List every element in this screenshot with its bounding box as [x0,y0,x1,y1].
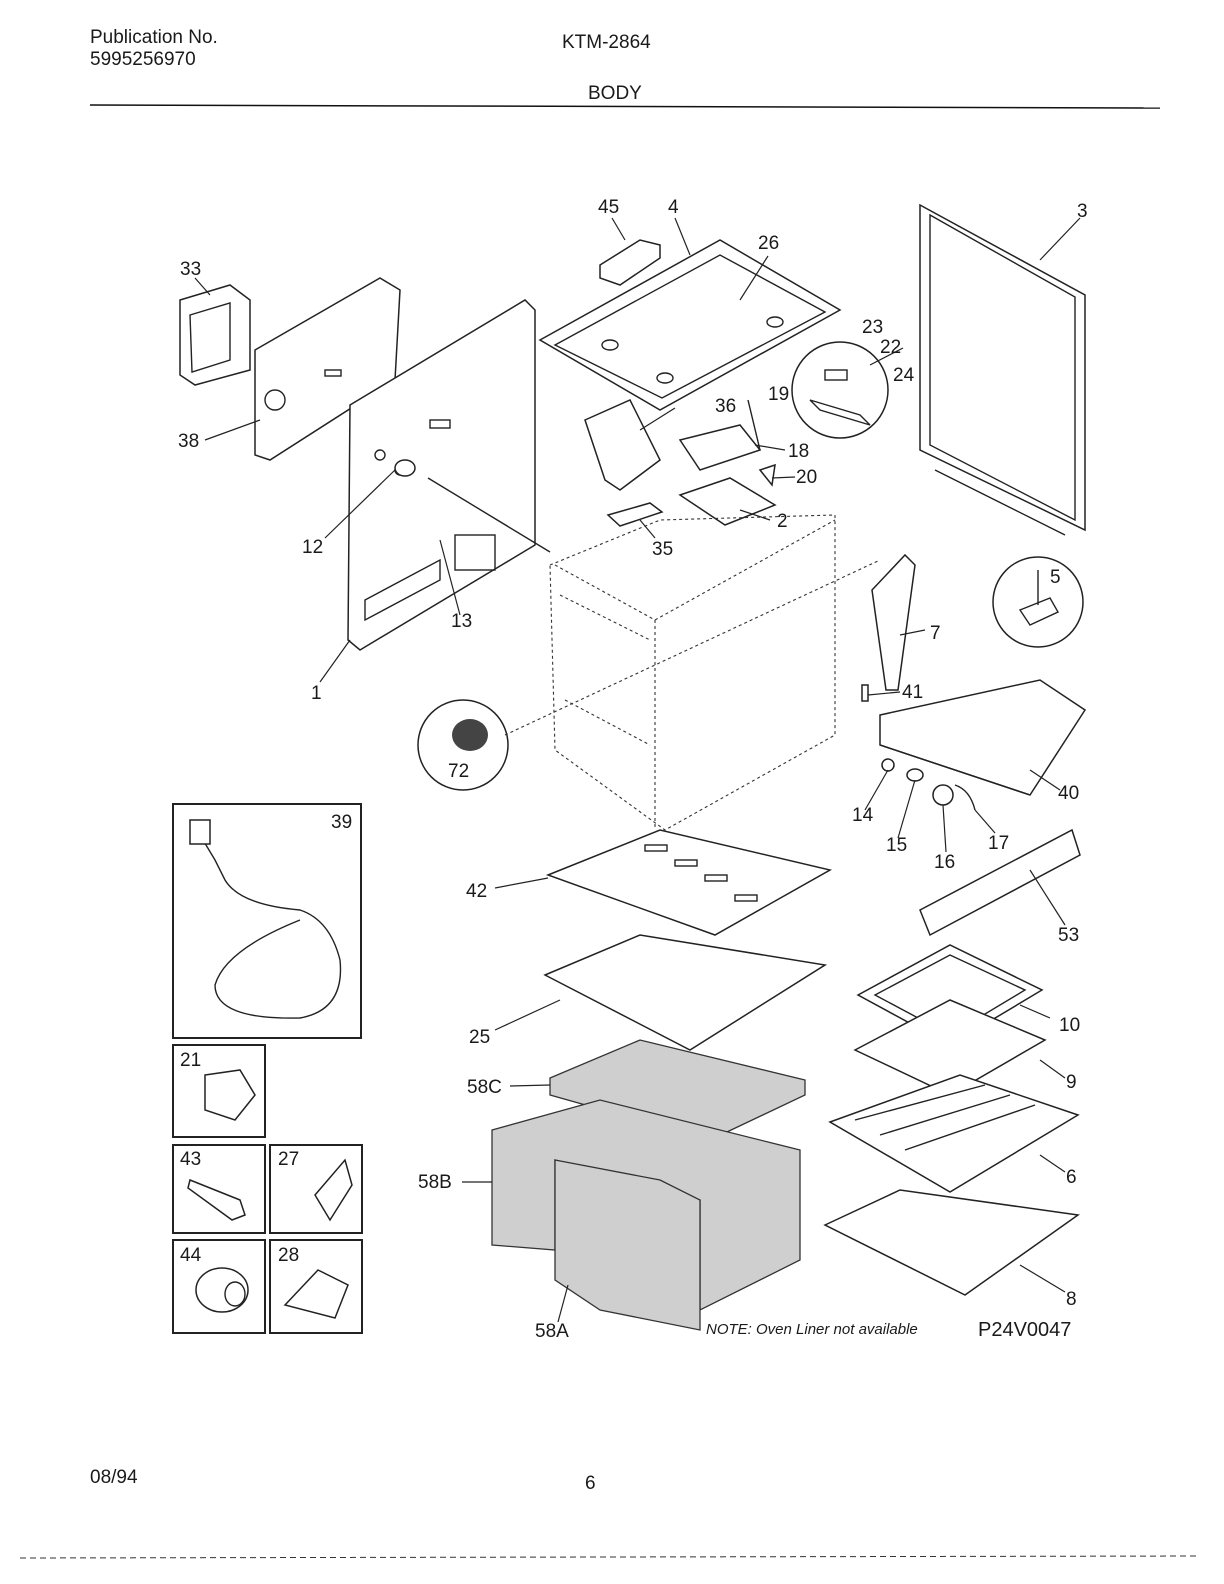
part-8-oven-liner [823,1189,1080,1296]
label-24: 24 [893,365,915,386]
label-26: 26 [758,233,780,254]
part-58c-insulation [549,1039,806,1141]
label-58c: 58C [467,1077,502,1098]
part-44-knob [195,1267,249,1313]
label-33: 33 [180,259,202,280]
label-22: 22 [880,337,902,358]
diagram-code: P24V0047 [978,1319,1072,1341]
part-9-broiler-pan [853,999,1047,1096]
label-45: 45 [598,197,620,218]
part-28-clip [283,1269,349,1319]
label-58b: 58B [418,1172,452,1193]
part-36-vent-duct [584,399,661,491]
part-17-wire [954,784,976,811]
revision-date: 08/94 [90,1467,138,1488]
part-14-lamp-socket [881,758,895,772]
label-53: 53 [1058,925,1080,946]
part-42-bottom-panel [545,829,833,936]
part-1-control-panel [347,299,536,651]
label-21: 21 [180,1050,202,1071]
label-8: 8 [1066,1289,1077,1310]
label-38: 38 [178,431,200,452]
label-72: 72 [448,761,470,782]
part-23-22-24-detail-circle [791,341,889,439]
part-4-top-frame [538,239,842,411]
page-number: 6 [585,1473,596,1494]
part-39-power-cord [189,819,342,1019]
footer-rule [19,1555,1201,1559]
oven-liner-note: NOTE: Oven Liner not available [706,1321,918,1338]
header-rule [89,104,1161,109]
part-25-oven-bottom [543,934,828,1051]
part-53-rail [919,828,1081,937]
part-15-lamp-bulb [906,768,924,782]
label-40: 40 [1058,783,1080,804]
part-40-lower-bracket [879,679,1087,796]
label-9: 9 [1066,1072,1077,1093]
label-19: 19 [768,384,790,405]
model-number: KTM-2864 [562,32,651,53]
part-21-clip [204,1069,256,1121]
label-16: 16 [934,852,956,873]
label-10: 10 [1059,1015,1081,1036]
label-44: 44 [180,1245,202,1266]
label-23: 23 [862,317,884,338]
publication-label: Publication No. [90,27,218,48]
section-title: BODY [588,83,642,104]
label-25: 25 [469,1027,491,1048]
label-20: 20 [796,467,818,488]
part-33-control-box [179,284,251,386]
label-15: 15 [886,835,908,856]
part-19-rod [747,399,761,451]
label-36: 36 [715,396,737,417]
part-58a-insulation [554,1159,701,1331]
part-16-lamp-cover [932,784,954,806]
publication-number: 5995256970 [90,49,196,70]
label-4: 4 [668,197,679,218]
label-6: 6 [1066,1167,1077,1188]
part-18-latch [678,424,762,471]
label-58a: 58A [535,1321,569,1342]
part-35-filter [606,502,664,527]
label-2: 2 [777,511,788,532]
part-72-detail-circle [417,559,881,791]
label-14: 14 [852,805,874,826]
part-27-bracket [314,1158,353,1222]
label-28: 28 [278,1245,300,1266]
oven-body-frame [549,514,836,831]
label-39: 39 [331,812,353,833]
part-20-clip [758,463,776,487]
label-42: 42 [466,881,488,902]
part-5-leveler-circle [992,556,1084,648]
leader-lines [194,217,1081,1323]
label-27: 27 [278,1149,300,1170]
label-1: 1 [311,683,322,704]
part-41-clip [861,684,869,702]
part-12-switch [394,459,551,553]
part-43-screw [187,1178,246,1221]
label-5: 5 [1050,567,1061,588]
label-7: 7 [930,623,941,644]
label-13: 13 [451,611,473,632]
part-6-oven-rack [828,1074,1080,1193]
label-3: 3 [1077,201,1088,222]
label-17: 17 [988,833,1010,854]
label-18: 18 [788,441,810,462]
part-3-side-panel [919,203,1086,536]
part-45-bracket [599,239,661,286]
part-7-hinge [871,553,916,691]
label-35: 35 [652,539,674,560]
label-43: 43 [180,1149,202,1170]
label-12: 12 [302,537,324,558]
label-41: 41 [902,682,924,703]
